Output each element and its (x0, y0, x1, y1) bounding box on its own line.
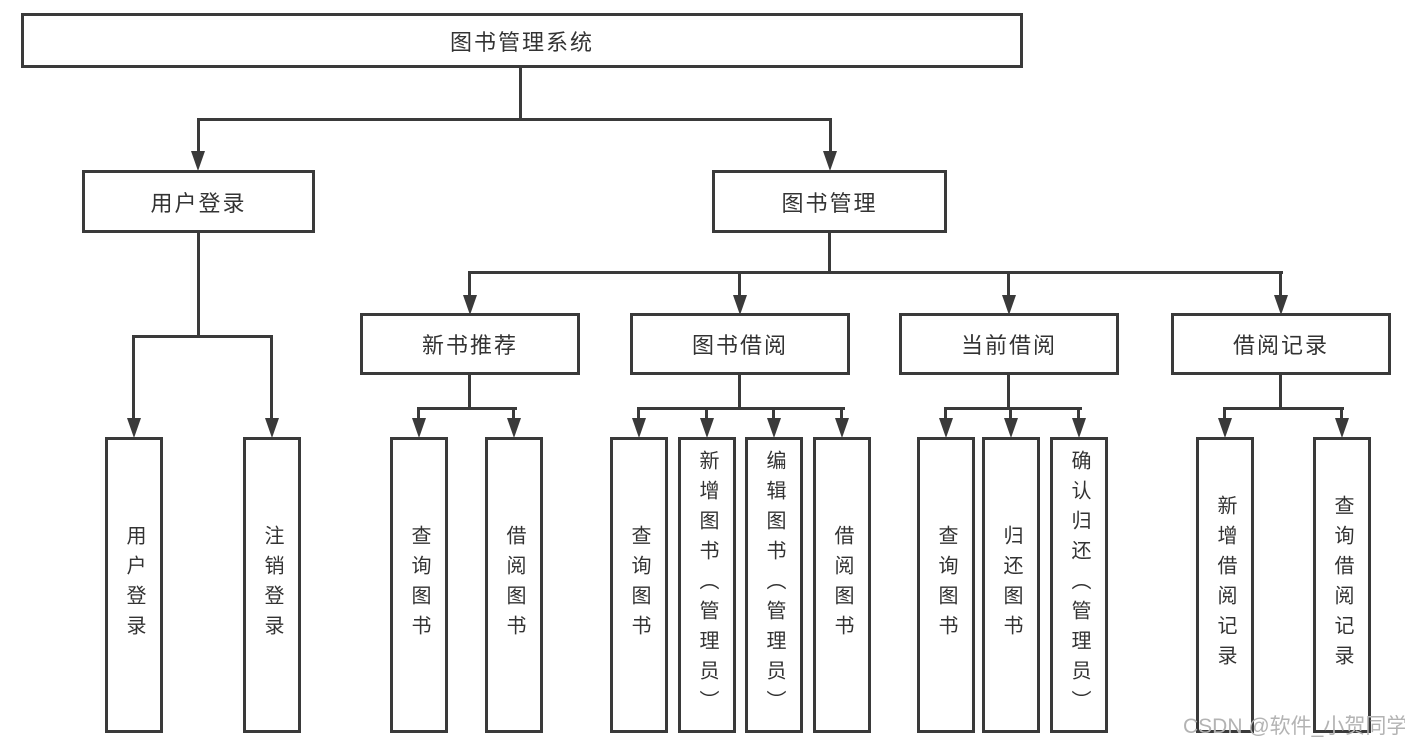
connector-line (132, 335, 135, 419)
leaf-add-borrow-record: 新增借阅记录 (1196, 437, 1254, 733)
arrowhead-down-icon (1002, 295, 1016, 315)
connector-line (738, 271, 741, 297)
connector-line (1077, 407, 1080, 421)
connector-line (512, 407, 515, 421)
arrowhead-down-icon (265, 418, 279, 438)
connector-line (132, 335, 273, 338)
leaf-borrow-books: 借阅图书 (813, 437, 871, 733)
connector-line (468, 375, 471, 410)
node-current-borrow: 当前借阅 (899, 313, 1119, 375)
node-new-book-recommend-label: 新书推荐 (421, 333, 518, 358)
arrowhead-down-icon (191, 151, 205, 171)
connector-line (1223, 407, 1226, 421)
arrowhead-down-icon (700, 418, 714, 438)
arrowhead-down-icon (1004, 418, 1018, 438)
leaf-query-books-recommend-label: 查询图书 (408, 525, 430, 645)
leaf-query-books-current: 查询图书 (917, 437, 975, 733)
arrowhead-down-icon (1072, 418, 1086, 438)
leaf-user-login-label: 用户登录 (123, 525, 145, 645)
connector-line (417, 407, 517, 410)
connector-line (944, 407, 947, 421)
leaf-query-books-borrow-label: 查询图书 (628, 525, 650, 645)
leaf-query-borrow-record-label: 查询借阅记录 (1331, 495, 1353, 675)
leaf-add-books-admin: 新增图书（管理员） (678, 437, 736, 733)
connector-line (1340, 407, 1343, 421)
connector-line (1007, 375, 1010, 410)
arrowhead-down-icon (1218, 418, 1232, 438)
arrowhead-down-icon (823, 151, 837, 171)
node-user-login: 用户登录 (82, 170, 315, 233)
node-book-management: 图书管理 (712, 170, 947, 233)
arrowhead-down-icon (939, 418, 953, 438)
connector-line (1007, 271, 1010, 297)
arrowhead-down-icon (507, 418, 521, 438)
arrowhead-down-icon (127, 418, 141, 438)
node-book-management-label: 图书管理 (781, 190, 878, 216)
connector-line (270, 335, 273, 419)
connector-line (468, 271, 471, 297)
node-root-system: 图书管理系统 (21, 13, 1023, 68)
connector-line (1223, 407, 1344, 410)
arrowhead-down-icon (1274, 295, 1288, 315)
csdn-watermark: CSDN @软件_小贺同学 (1183, 715, 1405, 738)
arrowhead-down-icon (632, 418, 646, 438)
leaf-query-books-borrow: 查询图书 (610, 437, 668, 733)
connector-line (637, 407, 640, 421)
connector-line (738, 375, 741, 410)
node-borrow-record-label: 借阅记录 (1232, 333, 1329, 358)
connector-line (829, 118, 832, 153)
leaf-query-borrow-record: 查询借阅记录 (1313, 437, 1371, 733)
connector-line (1279, 271, 1282, 297)
arrowhead-down-icon (767, 418, 781, 438)
connector-line (772, 407, 775, 421)
leaf-borrow-books-recommend-label: 借阅图书 (503, 525, 525, 645)
connector-line (519, 68, 522, 121)
connector-line (197, 233, 200, 338)
leaf-user-login: 用户登录 (105, 437, 163, 733)
connector-line (705, 407, 708, 421)
connector-line (828, 233, 831, 274)
leaf-add-books-admin-label: 新增图书（管理员） (696, 450, 718, 720)
leaf-return-books-label: 归还图书 (1000, 525, 1022, 645)
arrowhead-down-icon (733, 295, 747, 315)
leaf-confirm-return-admin: 确认归还（管理员） (1050, 437, 1108, 733)
connector-line (197, 118, 832, 121)
node-book-borrow: 图书借阅 (630, 313, 850, 375)
leaf-add-borrow-record-label: 新增借阅记录 (1214, 495, 1236, 675)
connector-line (417, 407, 420, 421)
arrowhead-down-icon (835, 418, 849, 438)
leaf-borrow-books-recommend: 借阅图书 (485, 437, 543, 733)
leaf-confirm-return-admin-label: 确认归还（管理员） (1068, 450, 1090, 720)
leaf-borrow-books-label: 借阅图书 (831, 525, 853, 645)
connector-line (197, 118, 200, 153)
leaf-edit-books-admin: 编辑图书（管理员） (745, 437, 803, 733)
node-user-login-label: 用户登录 (150, 190, 247, 216)
connector-line (468, 271, 1283, 274)
leaf-logout: 注销登录 (243, 437, 301, 733)
connector-line (1009, 407, 1012, 421)
connector-line (840, 407, 843, 421)
connector-line (1279, 375, 1282, 410)
node-borrow-record: 借阅记录 (1171, 313, 1391, 375)
node-root-label: 图书管理系统 (449, 29, 594, 55)
node-book-borrow-label: 图书借阅 (691, 333, 788, 358)
connector-line (637, 407, 845, 410)
leaf-query-books-current-label: 查询图书 (935, 525, 957, 645)
arrowhead-down-icon (463, 295, 477, 315)
leaf-logout-label: 注销登录 (261, 525, 283, 645)
leaf-return-books: 归还图书 (982, 437, 1040, 733)
node-current-borrow-label: 当前借阅 (960, 333, 1057, 358)
node-new-book-recommend: 新书推荐 (360, 313, 580, 375)
leaf-query-books-recommend: 查询图书 (390, 437, 448, 733)
arrowhead-down-icon (1335, 418, 1349, 438)
connector-line (944, 407, 1082, 410)
arrowhead-down-icon (412, 418, 426, 438)
leaf-edit-books-admin-label: 编辑图书（管理员） (763, 450, 785, 720)
